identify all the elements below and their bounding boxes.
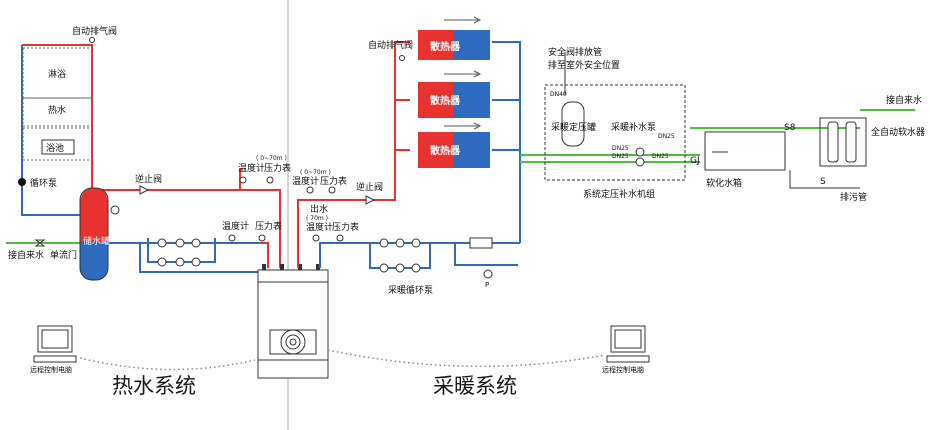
radiator-2: 散热器 [418, 70, 490, 118]
dn25-a: DN25 [658, 133, 675, 140]
hot-gauges: ( 0~70m ) 温度计 压力表 温度计 压力表 [222, 155, 291, 242]
heating-gauges: ( 0~70m ) 温度计 压力表 出水 ( 70m ) 温度计 压力表 [292, 169, 359, 242]
radiator-1: 散热器 [418, 16, 490, 60]
gauge-range-hot: ( 0~70m ) [256, 155, 287, 162]
remote-pc-left: 远程控制电脑 [30, 325, 77, 374]
comm-link-right [327, 349, 606, 368]
hot-water-system-title: 热水系统 [112, 374, 196, 398]
discharge-outdoor-label: 排至室外安全位置 [548, 59, 620, 71]
remote-pc-label-right: 远程控制电脑 [602, 365, 644, 374]
hot-water-pump-bank [157, 238, 201, 267]
check-valve-label-heating: 逆止阀 [356, 181, 383, 193]
check-valve-hot: 逆止阀 [135, 173, 162, 195]
p-label: P [485, 281, 489, 289]
s8-label: S8 [784, 123, 796, 133]
hot-water-label: 热水 [48, 104, 66, 116]
pressure-gauge-label-hot: 压力表 [264, 162, 291, 174]
heating-circ-pump-label: 采暖循环泵 [388, 284, 433, 296]
check-valve-label-hot: 逆止阀 [135, 173, 162, 185]
thermometer-label-hot-2: 温度计 [222, 220, 249, 232]
s-label: S [820, 177, 826, 187]
check-valve-heating: 逆止阀 [356, 181, 383, 205]
auto-vent-label-heating: 自动排气阀 [368, 39, 413, 51]
remote-pc-right: 远程控制电脑 [602, 325, 650, 374]
remote-pc-label-left: 远程控制电脑 [30, 365, 72, 374]
comm-link-left [79, 357, 256, 371]
thermometer-label-heating: 温度计 [292, 175, 319, 187]
makeup-unit-label: 系统定压补水机组 [583, 188, 655, 200]
radiator-3-label: 散热器 [430, 144, 461, 157]
outlet-label: 出水 [310, 203, 328, 215]
heating-pump-bank: 采暖循环泵 [379, 238, 433, 296]
heating-piping [297, 41, 915, 269]
fixture-zones: 淋浴 热水 浴池 [22, 47, 93, 161]
radiator-1-label: 散热器 [430, 40, 461, 53]
strainer: P [469, 237, 493, 289]
auto-vent-label-hot: 自动排气阀 [72, 25, 117, 37]
storage-tank-label: 储水罐 [83, 235, 110, 247]
storage-tank: 储水罐 [79, 187, 120, 281]
auto-softener-label: 全自动软水器 [871, 126, 925, 138]
dn40-label: DN40 [550, 91, 567, 98]
makeup-unit: 安全阀排放管 排至室外安全位置 DN40 采暖定压罐 采暖补水泵 DN25 DN… [544, 46, 686, 200]
pressure-gauge-label-hot-2: 压力表 [255, 220, 282, 232]
dn25-d: DN25 [652, 153, 669, 160]
auto-vent-valve-hot: 自动排气阀 [72, 25, 117, 43]
dn25-b: DN25 [612, 145, 629, 152]
auto-vent-valve-heating: 自动排气阀 [368, 39, 413, 61]
radiator-2-label: 散热器 [430, 94, 461, 107]
bath-pool-label: 浴池 [46, 142, 64, 154]
pressure-tank-label: 采暖定压罐 [551, 121, 596, 133]
dn25-c: DN25 [612, 153, 629, 160]
safety-valve-pipe-label: 安全阀排放管 [548, 46, 602, 58]
tap-water-inlet-label-right: 接自来水 [886, 94, 922, 106]
gj-label: GJ [690, 156, 700, 166]
radiator-3: 散热器 [418, 122, 490, 168]
thermometer-label-hot: 温度计 [238, 162, 265, 174]
circulation-pump-label: 循环泵 [30, 177, 57, 189]
gauge-range-heating: ( 0~70m ) [300, 169, 331, 176]
drain-pipe-label: 排污管 [840, 191, 867, 203]
soft-water-tank: 软化水箱 [704, 131, 786, 189]
pressure-gauge-label-heating: 压力表 [320, 175, 347, 187]
circulation-pump: 循环泵 [18, 177, 57, 189]
one-way-valve-label: 单流门 [50, 249, 77, 261]
thermometer-label-heating-2: 温度计 [306, 221, 333, 233]
tap-water-inlet-label: 接自来水 [8, 249, 44, 261]
shower-label: 淋浴 [48, 68, 66, 80]
outlet-range: ( 70m ) [306, 215, 328, 222]
boiler [257, 264, 329, 379]
inlet-valve-icon [34, 239, 46, 247]
makeup-pump-label: 采暖补水泵 [611, 121, 656, 133]
heating-system-title: 采暖系统 [433, 374, 517, 398]
auto-softener: 接自来水 全自动软水器 [819, 94, 925, 167]
soft-water-tank-label: 软化水箱 [706, 177, 742, 189]
pressure-gauge-label-heating-2: 压力表 [332, 221, 359, 233]
